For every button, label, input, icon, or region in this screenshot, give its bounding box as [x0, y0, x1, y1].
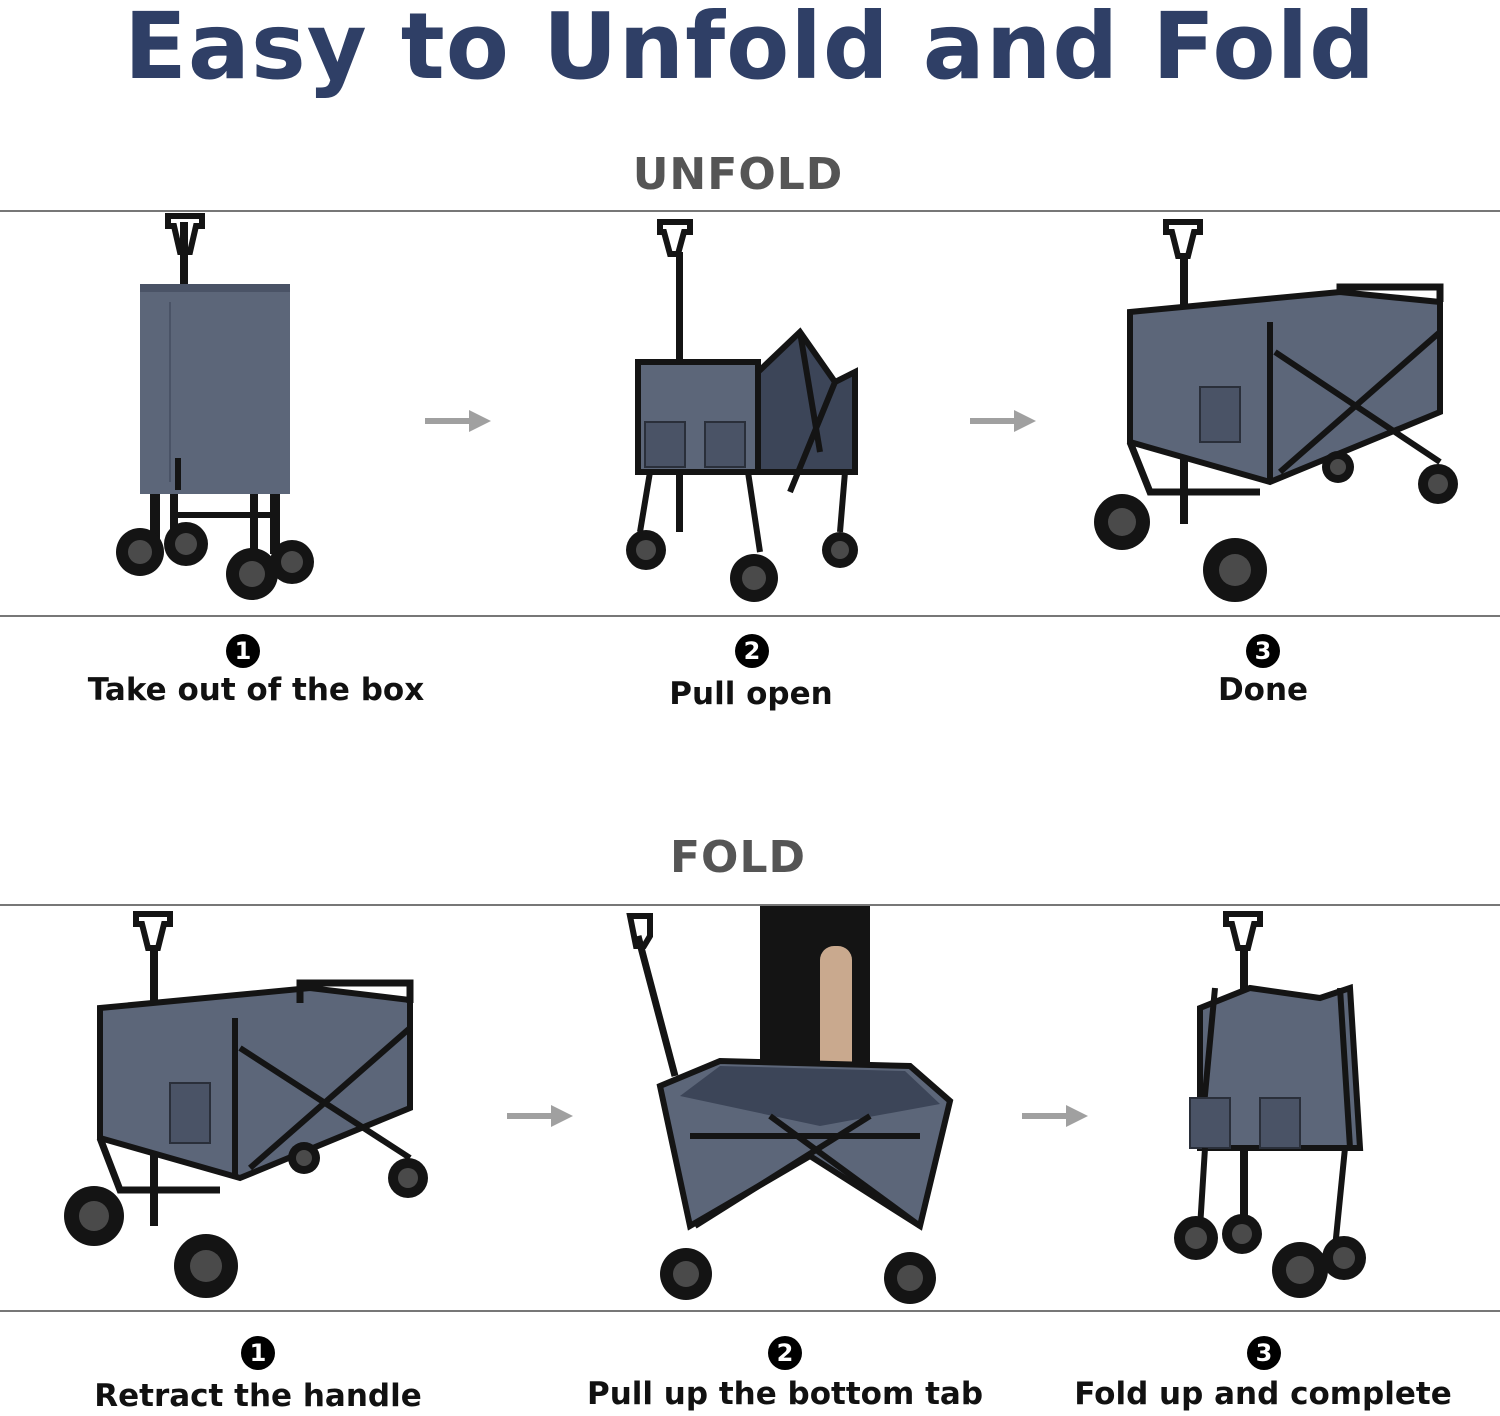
step-label: Retract the handle: [94, 1378, 422, 1414]
open-wagon-image: [1094, 219, 1458, 602]
step-label: Pull up the bottom tab: [586, 1376, 984, 1412]
step-label: Done: [1217, 672, 1309, 708]
fold-bottom-divider: [0, 1310, 1500, 1312]
page-title: Easy to Unfold and Fold: [124, 0, 1376, 100]
step-label: Pull open: [669, 676, 833, 712]
fold-heading: FOLD: [669, 832, 807, 883]
step-number-badge: 2: [735, 634, 769, 668]
unfold-bottom-divider: [0, 615, 1500, 617]
step-number-badge: 3: [1246, 634, 1280, 668]
step-label: Take out of the box: [87, 672, 425, 708]
arrow-right-icon: [970, 410, 1036, 432]
arrow-right-icon: [425, 410, 491, 432]
fold-top-divider: [0, 904, 1500, 906]
unfold-top-divider: [0, 210, 1500, 212]
step-number-badge: 2: [768, 1336, 802, 1370]
step-number-badge: 3: [1247, 1336, 1281, 1370]
unfold-heading: UNFOLD: [632, 149, 844, 200]
arrow-right-icon: [507, 1105, 573, 1127]
step-number-badge: 1: [226, 634, 260, 668]
open-wagon-image: [64, 911, 428, 1298]
folded-wagon-with-cover-image: [116, 213, 314, 600]
folded-wagon-image: [1174, 911, 1366, 1298]
arrow-right-icon: [1022, 1105, 1088, 1127]
half-open-wagon-image: [626, 219, 858, 602]
step-label: Fold up and complete: [1074, 1376, 1452, 1412]
step-number-badge: 1: [241, 1336, 275, 1370]
person-pulling-tab-image: [626, 906, 954, 1304]
